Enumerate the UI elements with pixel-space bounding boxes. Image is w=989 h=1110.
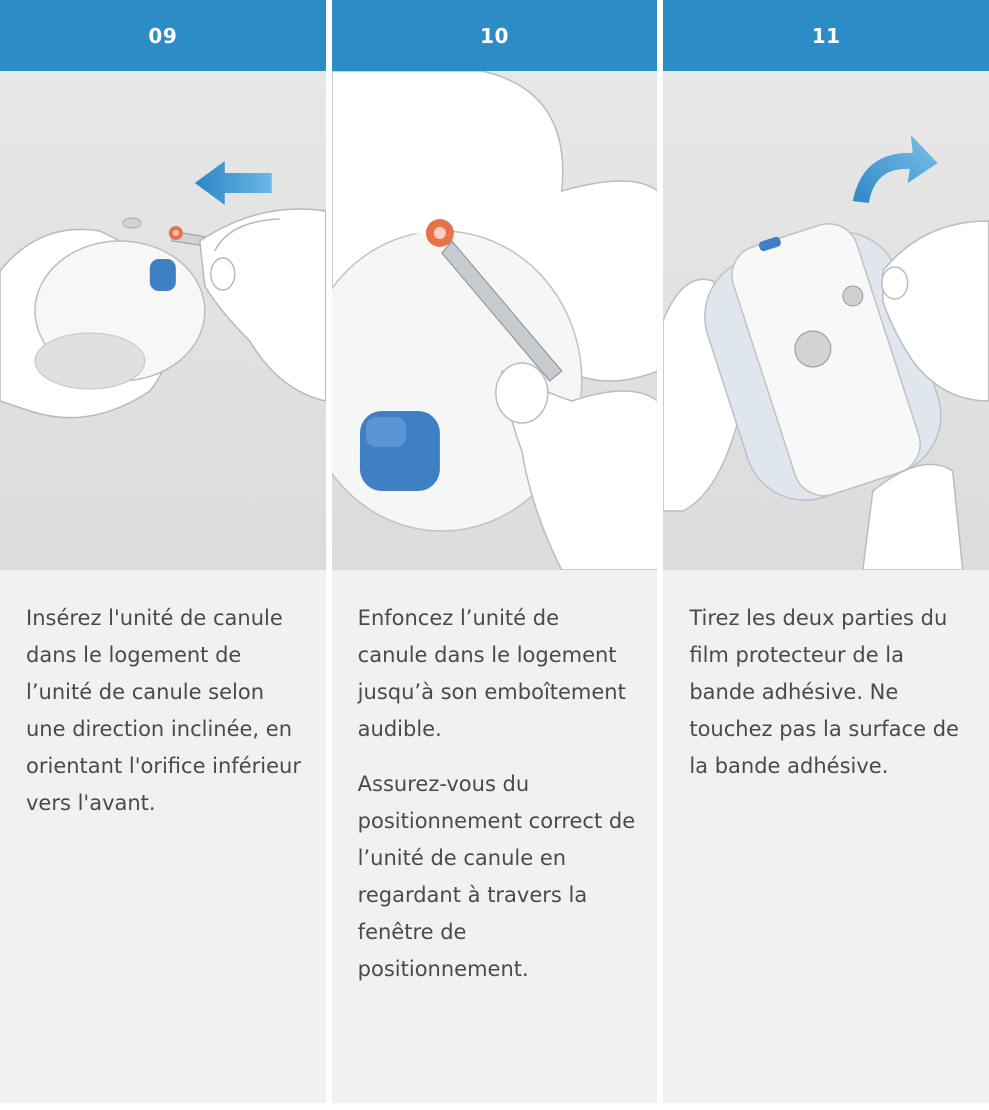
step-number: 11	[663, 0, 989, 71]
step-10-card: 10	[331, 0, 658, 1103]
step-09-card: 09	[0, 0, 326, 1103]
step-paragraph: Tirez les deux parties du film protecteu…	[689, 606, 959, 778]
step-number: 09	[0, 0, 326, 71]
step-paragraph: Assurez-vous du positionnement correct d…	[357, 772, 636, 981]
step-description: Enfoncez l’unité de canule dans le logem…	[331, 570, 658, 1103]
step-paragraph: Enfoncez l’unité de canule dans le logem…	[357, 606, 626, 741]
insert-cannula-illustration	[0, 71, 326, 570]
press-cannula-illustration	[331, 71, 658, 570]
step-description: Insérez l'unité de canule dans le logeme…	[0, 570, 326, 1103]
peel-film-illustration	[663, 71, 989, 570]
step-description: Tirez les deux parties du film protecteu…	[663, 570, 989, 1103]
step-paragraph: Insérez l'unité de canule dans le logeme…	[26, 606, 301, 815]
step-number: 10	[331, 0, 658, 71]
step-11-card: 11	[663, 0, 989, 1103]
